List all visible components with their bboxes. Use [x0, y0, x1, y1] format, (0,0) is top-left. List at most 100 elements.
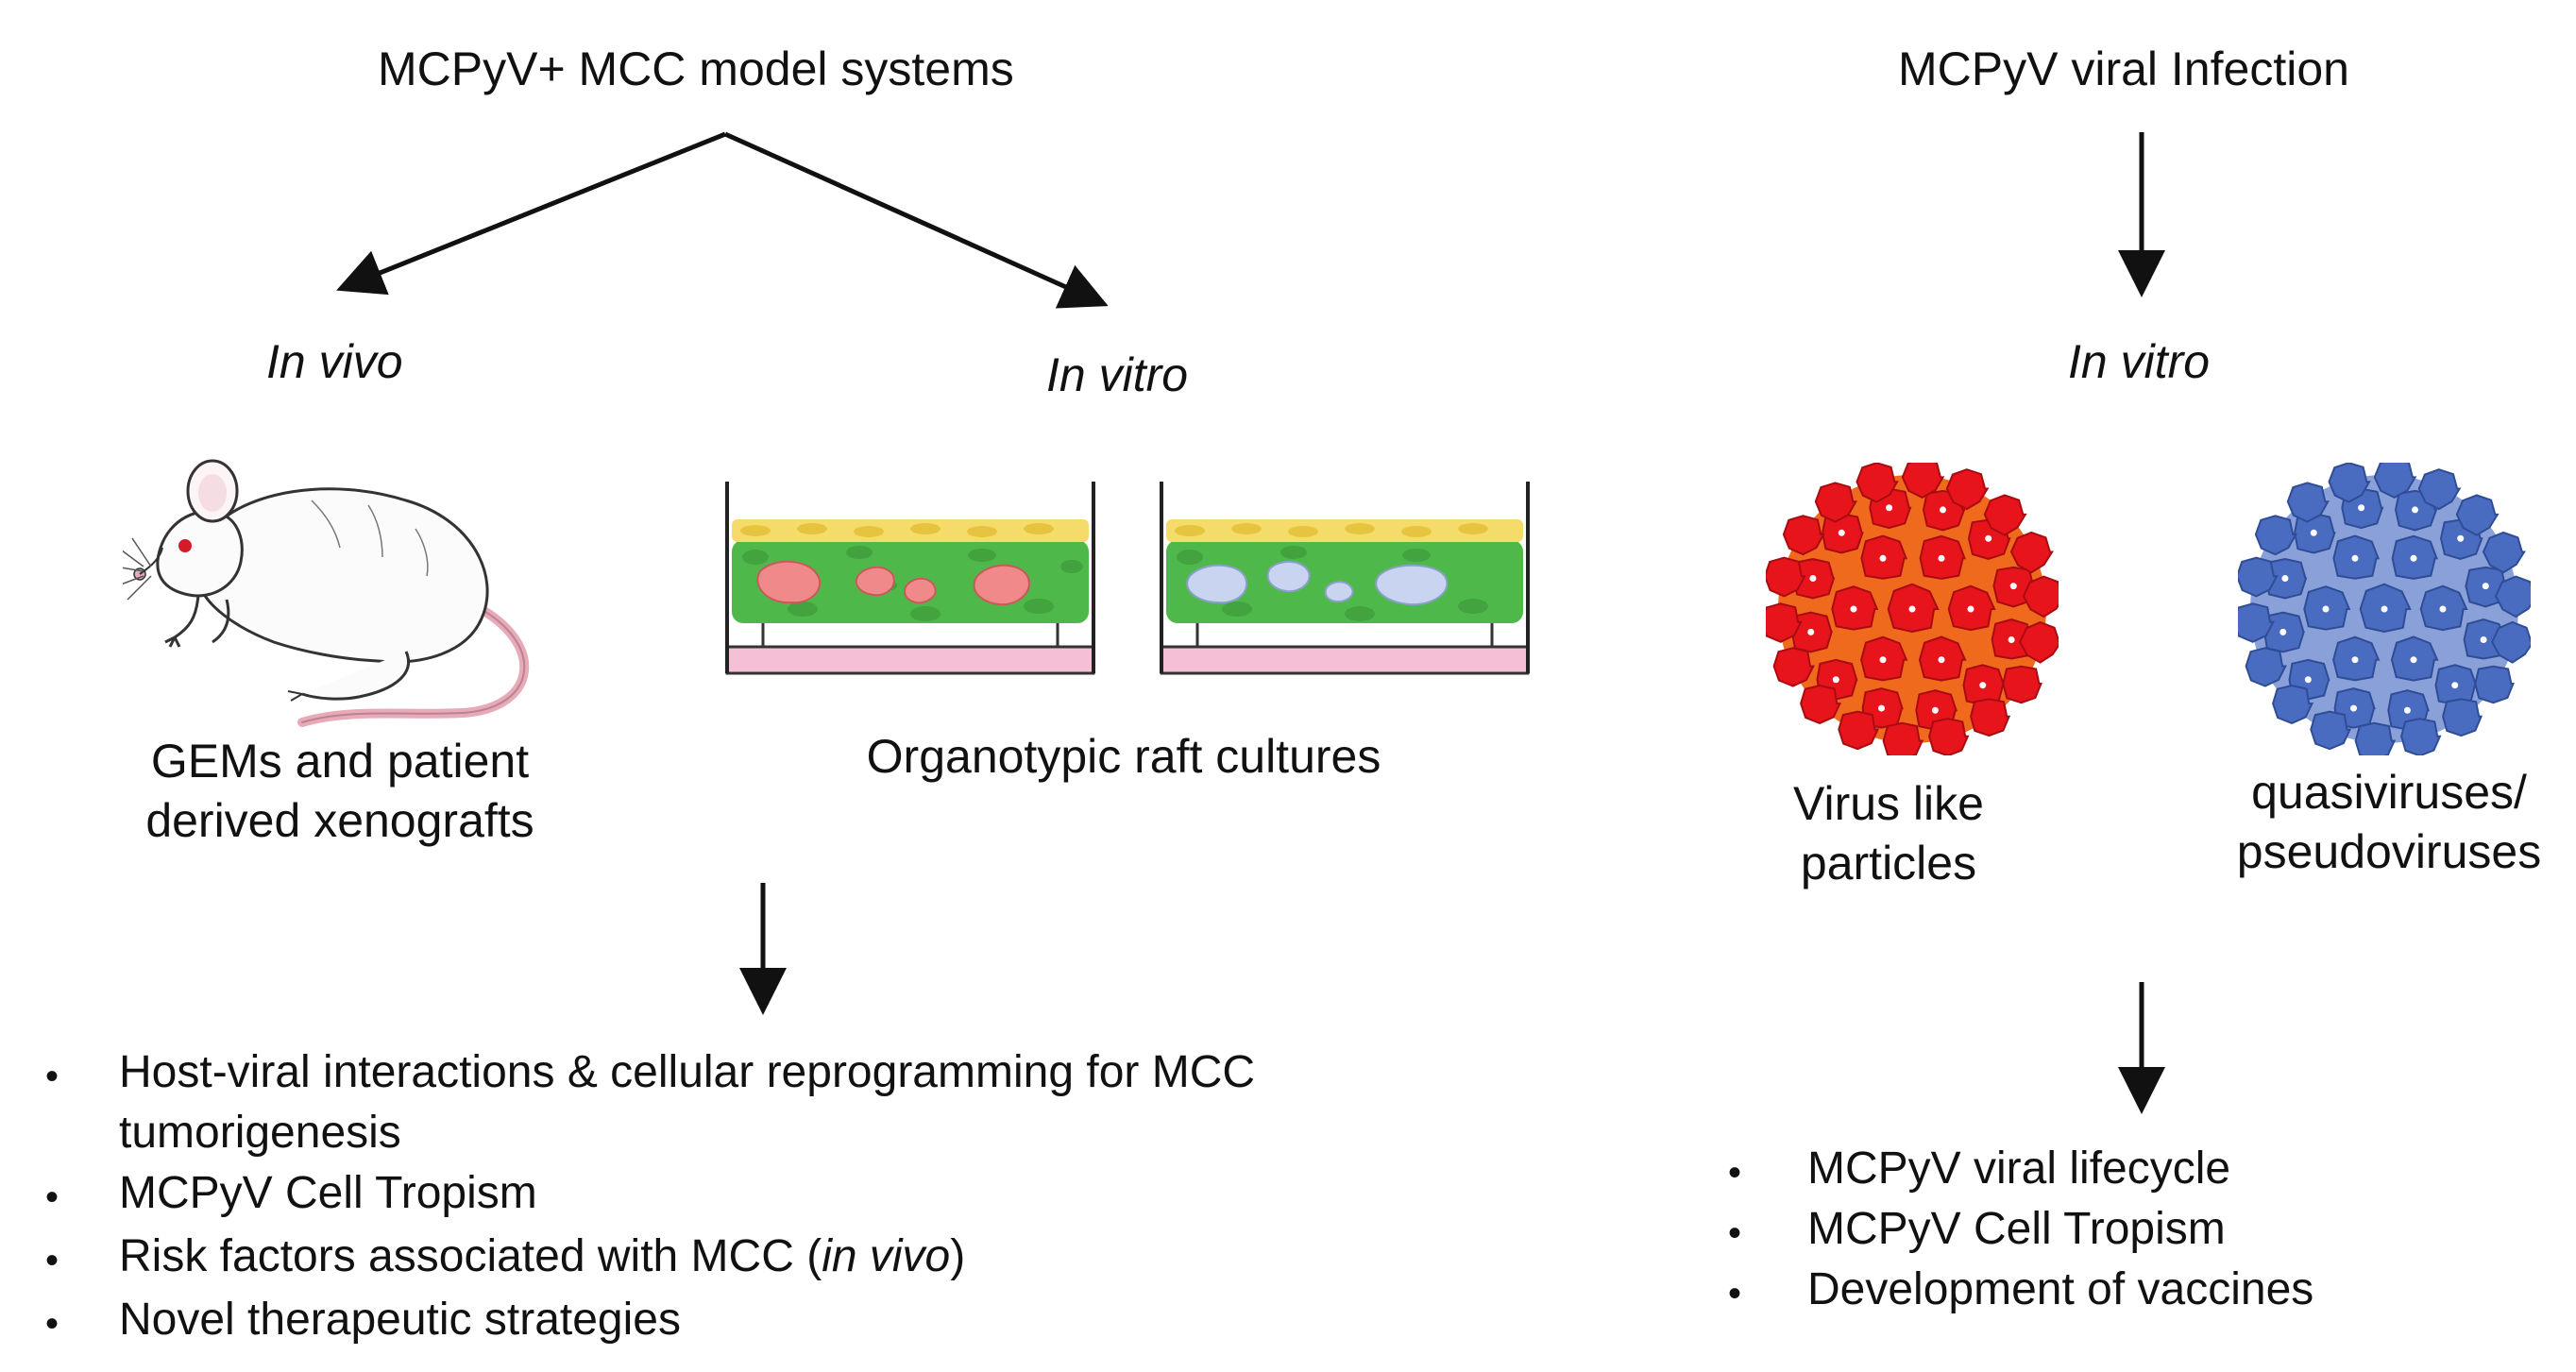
capsomer-pore — [2322, 605, 2330, 613]
capsomer — [2400, 718, 2442, 755]
capsomer-pore — [1985, 534, 1992, 542]
capsomer-pore — [2403, 706, 2411, 714]
capsomer — [2002, 665, 2042, 704]
capsomer-pore — [2410, 554, 2417, 562]
capsomer — [2022, 575, 2059, 618]
capsomer — [1772, 647, 1815, 687]
bullet-dot: • — [45, 1177, 59, 1218]
capsomer — [1970, 698, 2011, 737]
capsomer — [2373, 463, 2417, 500]
capsomer — [2009, 531, 2055, 574]
capsomer — [2245, 647, 2287, 687]
capsomer-pore — [2451, 682, 2459, 689]
capsomer-pore — [1879, 554, 1887, 562]
capsomer-pore — [1809, 574, 1817, 582]
qv-caption: quasiviruses/ pseudoviruses — [2210, 763, 2568, 881]
capsomer-pore — [2410, 656, 2417, 664]
qv-caption-line2: pseudoviruses — [2236, 824, 2542, 878]
mouse-caption-line1: GEMs and patient — [150, 735, 530, 788]
bullet-dot: • — [1728, 1273, 1742, 1314]
capsomer-pore — [2349, 704, 2357, 712]
capsomer-pore — [2351, 656, 2359, 664]
capsomer — [1814, 482, 1858, 523]
capsomer-pore — [1879, 656, 1887, 664]
capsomer — [2354, 721, 2397, 755]
arrow-to-in-vivo — [336, 131, 726, 296]
left-bullet-4: Novel therapeutic strategies — [119, 1295, 681, 1345]
capsomer — [2328, 463, 2371, 503]
capsomer-pore — [1877, 704, 1885, 712]
mouse-body — [195, 487, 489, 664]
capsomer — [1928, 718, 1970, 755]
capsomer — [2238, 556, 2279, 598]
capsomer-pore — [2358, 504, 2365, 512]
left-bullet-1-line1: Host-viral interactions & cellular repro… — [119, 1047, 1256, 1097]
capsomer — [2474, 665, 2515, 704]
capsomer — [2494, 575, 2531, 618]
in-vitro-label-right: In vitro — [2068, 335, 2211, 388]
capsomer — [1766, 602, 1803, 643]
capsomer — [1945, 468, 1990, 511]
capsomer — [2491, 620, 2531, 664]
left-bullet-1-line2: tumorigenesis — [119, 1108, 401, 1158]
left-panel-title: MCPyV+ MCC model systems — [378, 42, 1014, 95]
bullet-dot: • — [45, 1240, 59, 1281]
bullet-dot: • — [1728, 1212, 1742, 1254]
vlp-caption: Virus like particles — [1747, 774, 2030, 892]
capsomer-pore — [2480, 636, 2487, 644]
capsomer — [2254, 515, 2297, 556]
capsomer — [2238, 602, 2275, 643]
capsomer-pore — [1979, 682, 1987, 689]
mouse-caption: GEMs and patient derived xenografts — [94, 732, 585, 850]
capsomer-pore — [2457, 534, 2465, 542]
in-vivo-label: In vivo — [266, 335, 403, 388]
capsomer-pore — [2482, 583, 2489, 590]
capsomer — [2482, 531, 2527, 574]
quasivirus-particle — [2238, 463, 2531, 755]
tumor-cells-pink — [756, 560, 1030, 606]
tumor-cells-blue — [1186, 561, 1449, 606]
raft-culture-tumor — [725, 482, 1095, 675]
capsomer-pore — [2009, 583, 2017, 590]
capsomer-pore — [2439, 605, 2447, 613]
right-bullet-1: MCPyV viral lifecycle — [1807, 1143, 2231, 1194]
capsomer-pore — [1832, 676, 1839, 684]
left-bullet-3: Risk factors associated with MCC (in viv… — [119, 1234, 965, 1279]
mouse-head — [156, 510, 244, 598]
mouse-caption-line2: derived xenografts — [145, 793, 534, 847]
capsomer-pore — [2412, 506, 2419, 514]
arrow-to-in-vitro — [723, 131, 1109, 309]
raft-culture-normal — [1160, 482, 1530, 675]
left-bullet-3-suffix: ) — [950, 1231, 966, 1281]
capsomer — [1782, 515, 1825, 556]
capsomer-pore — [1940, 506, 1947, 514]
capsomer — [2417, 468, 2462, 511]
capsomer-pore — [1838, 529, 1845, 536]
capsomer-pore — [2008, 636, 2015, 644]
capsomer-pore — [1938, 554, 1945, 562]
mouse-eye — [178, 539, 192, 552]
capsomer-pore — [1938, 656, 1945, 664]
capsomer-pore — [1807, 628, 1815, 635]
raft-caption: Organotypic raft cultures — [866, 730, 1381, 783]
capsomer — [2019, 620, 2059, 664]
capsomer-pore — [1967, 605, 1974, 613]
capsomer — [1766, 556, 1806, 598]
right-bullet-2: MCPyV Cell Tropism — [1807, 1204, 2226, 1254]
bullet-dot: • — [1728, 1152, 1742, 1194]
virus-like-particle — [1766, 463, 2059, 755]
capsomer-pore — [1931, 706, 1939, 714]
capsomer — [1983, 494, 2027, 536]
capsomer — [1800, 684, 1842, 724]
capsomer-pore — [1850, 605, 1857, 613]
capsomer — [2455, 494, 2500, 536]
capsomer — [2442, 698, 2483, 737]
capsomer — [1882, 721, 1924, 755]
bullet-dot: • — [45, 1056, 59, 1097]
left-bullet-3-prefix: Risk factors associated with MCC ( — [119, 1231, 822, 1281]
capsomer — [2310, 710, 2352, 751]
capsomer — [1856, 463, 1899, 503]
in-vitro-label-left: In vitro — [1046, 348, 1189, 401]
left-bullet-2: MCPyV Cell Tropism — [119, 1168, 537, 1218]
capsomer — [2286, 482, 2330, 523]
